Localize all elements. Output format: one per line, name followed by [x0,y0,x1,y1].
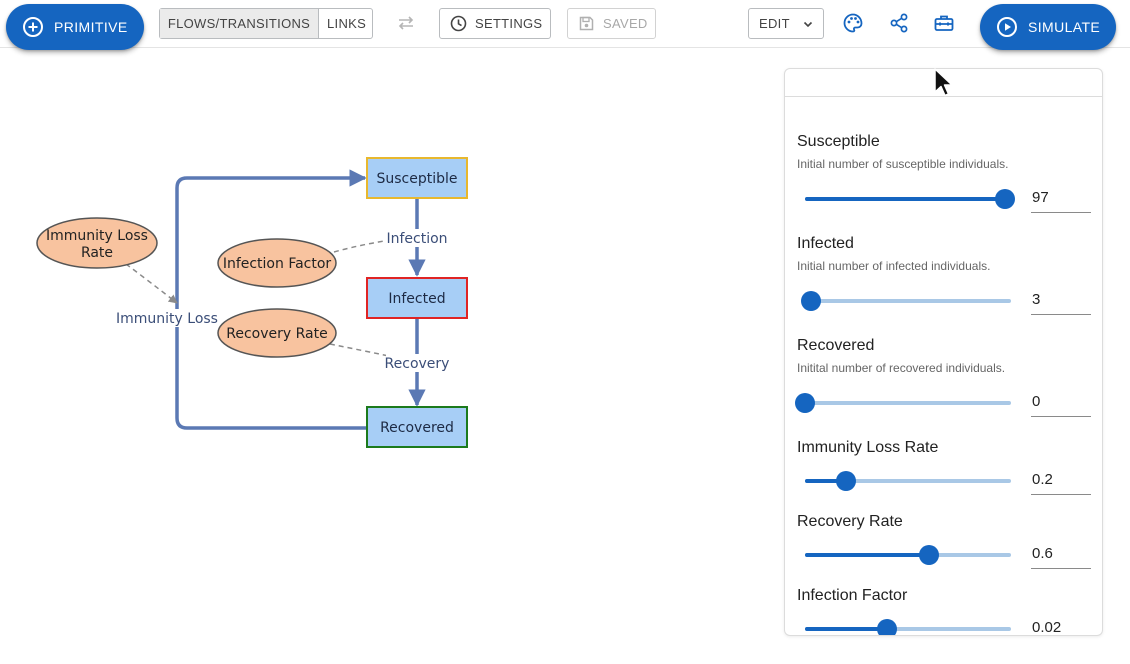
slider-thumb[interactable] [994,189,1015,209]
param-name: Susceptible [797,133,880,150]
saved-button[interactable]: SAVED [567,8,656,39]
clock-icon [450,15,467,32]
settings-label: SETTINGS [475,16,543,31]
param-name: Infection Factor [797,587,908,604]
slider-fill [805,479,847,483]
slider-row: 0.6 [797,539,1097,571]
param-name: Recovery Rate [797,513,903,530]
slider-fill [805,627,888,631]
chevron-down-icon [802,18,814,30]
recovery-flow-label: Recovery [385,356,450,372]
slider-row: 0 [795,387,1097,419]
infection-flow-label: Infection [386,231,447,247]
play-circle-icon [996,16,1018,38]
simulation-parameters-panel: Susceptible Initial number of susceptibl… [784,68,1103,636]
mouse-cursor-icon [934,68,953,97]
variable-label-line-2: Rate [81,245,113,261]
flows-transitions-toggle[interactable]: FLOWS/TRANSITIONS [160,9,319,38]
value-input[interactable]: 0.2 [1031,465,1091,495]
param-susceptible: Susceptible Initial number of susceptibl… [797,133,1097,215]
settings-button[interactable]: SETTINGS [439,8,551,39]
param-recovery-rate: Recovery Rate 0.6 [797,513,1097,571]
slider-thumb[interactable] [801,291,822,311]
edit-label: EDIT [759,16,790,31]
variable-label: Infection Factor [223,256,332,272]
slider-thumb[interactable] [877,619,898,635]
connection-mode-toggle: FLOWS/TRANSITIONS LINKS [159,8,373,39]
param-description: Initital number of recovered individuals… [797,361,1006,375]
add-circle-icon [22,16,44,38]
param-immunity-loss-rate: Immunity Loss Rate 0.2 [797,439,1097,497]
stock-infected[interactable]: Infected [366,277,468,319]
value-input[interactable]: 0.6 [1031,539,1091,569]
slider-fill [805,553,929,557]
palette-icon[interactable] [842,12,864,34]
slider-thumb[interactable] [836,471,857,491]
stock-susceptible[interactable]: Susceptible [366,157,468,199]
slider-thumb[interactable] [918,545,939,565]
immunity-loss-flow[interactable] [175,169,367,430]
variable-infection-factor[interactable]: Infection Factor [217,238,337,288]
value-input[interactable]: 0 [1031,387,1091,417]
slider-thumb[interactable] [795,393,815,413]
slider-track[interactable] [805,619,1011,635]
value-input[interactable]: 0.02 [1031,613,1091,635]
value-input[interactable]: 97 [1031,183,1091,213]
stock-recovered[interactable]: Recovered [366,406,468,448]
add-primitive-button[interactable]: PRIMITIVE [6,4,144,50]
immunity-loss-flow-label: Immunity Loss [116,311,218,327]
variable-label-line-1: Immunity Loss [46,228,148,244]
variable-immunity-loss-rate[interactable]: Immunity Loss Rate [36,217,158,269]
param-infection-factor: Infection Factor 0.02 [797,587,1097,635]
param-infected: Infected Initial number of infected indi… [797,235,1097,317]
panel-header [785,69,1102,97]
slider-track[interactable] [805,471,1011,491]
share-icon[interactable] [888,12,910,34]
param-recovered: Recovered Initital number of recovered i… [795,337,1097,419]
swap-icon[interactable] [396,14,416,32]
links-toggle[interactable]: LINKS [327,16,367,31]
saved-label: SAVED [603,16,648,31]
param-name: Recovered [797,337,875,354]
variable-label: Recovery Rate [226,326,327,342]
immunity-loss-rate-link[interactable] [125,263,178,304]
value-input[interactable]: 3 [1031,285,1091,315]
slider-track[interactable] [805,189,1015,209]
param-name: Infected [797,235,854,252]
slider-track[interactable] [805,545,1011,565]
slider-track[interactable] [795,393,1011,413]
stock-label: Recovered [380,420,454,436]
slider-row: 0.02 [797,613,1097,635]
slider-row: 3 [797,285,1097,317]
model-diagram-canvas[interactable]: Infection Recovery Immunity Loss Suscept… [0,48,780,664]
toolbar: PRIMITIVE FLOWS/TRANSITIONS LINKS SETTIN… [0,0,1130,50]
slider-row: 97 [797,183,1097,215]
stock-label: Susceptible [376,171,457,187]
save-icon [578,15,595,32]
slider-row: 0.2 [797,465,1097,497]
slider-track[interactable] [801,291,1011,311]
edit-menu-button[interactable]: EDIT [748,8,824,39]
toolbox-icon[interactable] [933,12,955,34]
simulate-button[interactable]: SIMULATE [980,4,1116,50]
param-description: Initial number of susceptible individual… [797,157,1009,171]
stock-label: Infected [388,291,445,307]
primitive-label: PRIMITIVE [54,19,128,35]
slider-fill [805,197,1005,201]
param-description: Initial number of infected individuals. [797,259,991,273]
simulate-label: SIMULATE [1028,19,1101,35]
variable-recovery-rate[interactable]: Recovery Rate [217,308,337,358]
param-name: Immunity Loss Rate [797,439,939,456]
